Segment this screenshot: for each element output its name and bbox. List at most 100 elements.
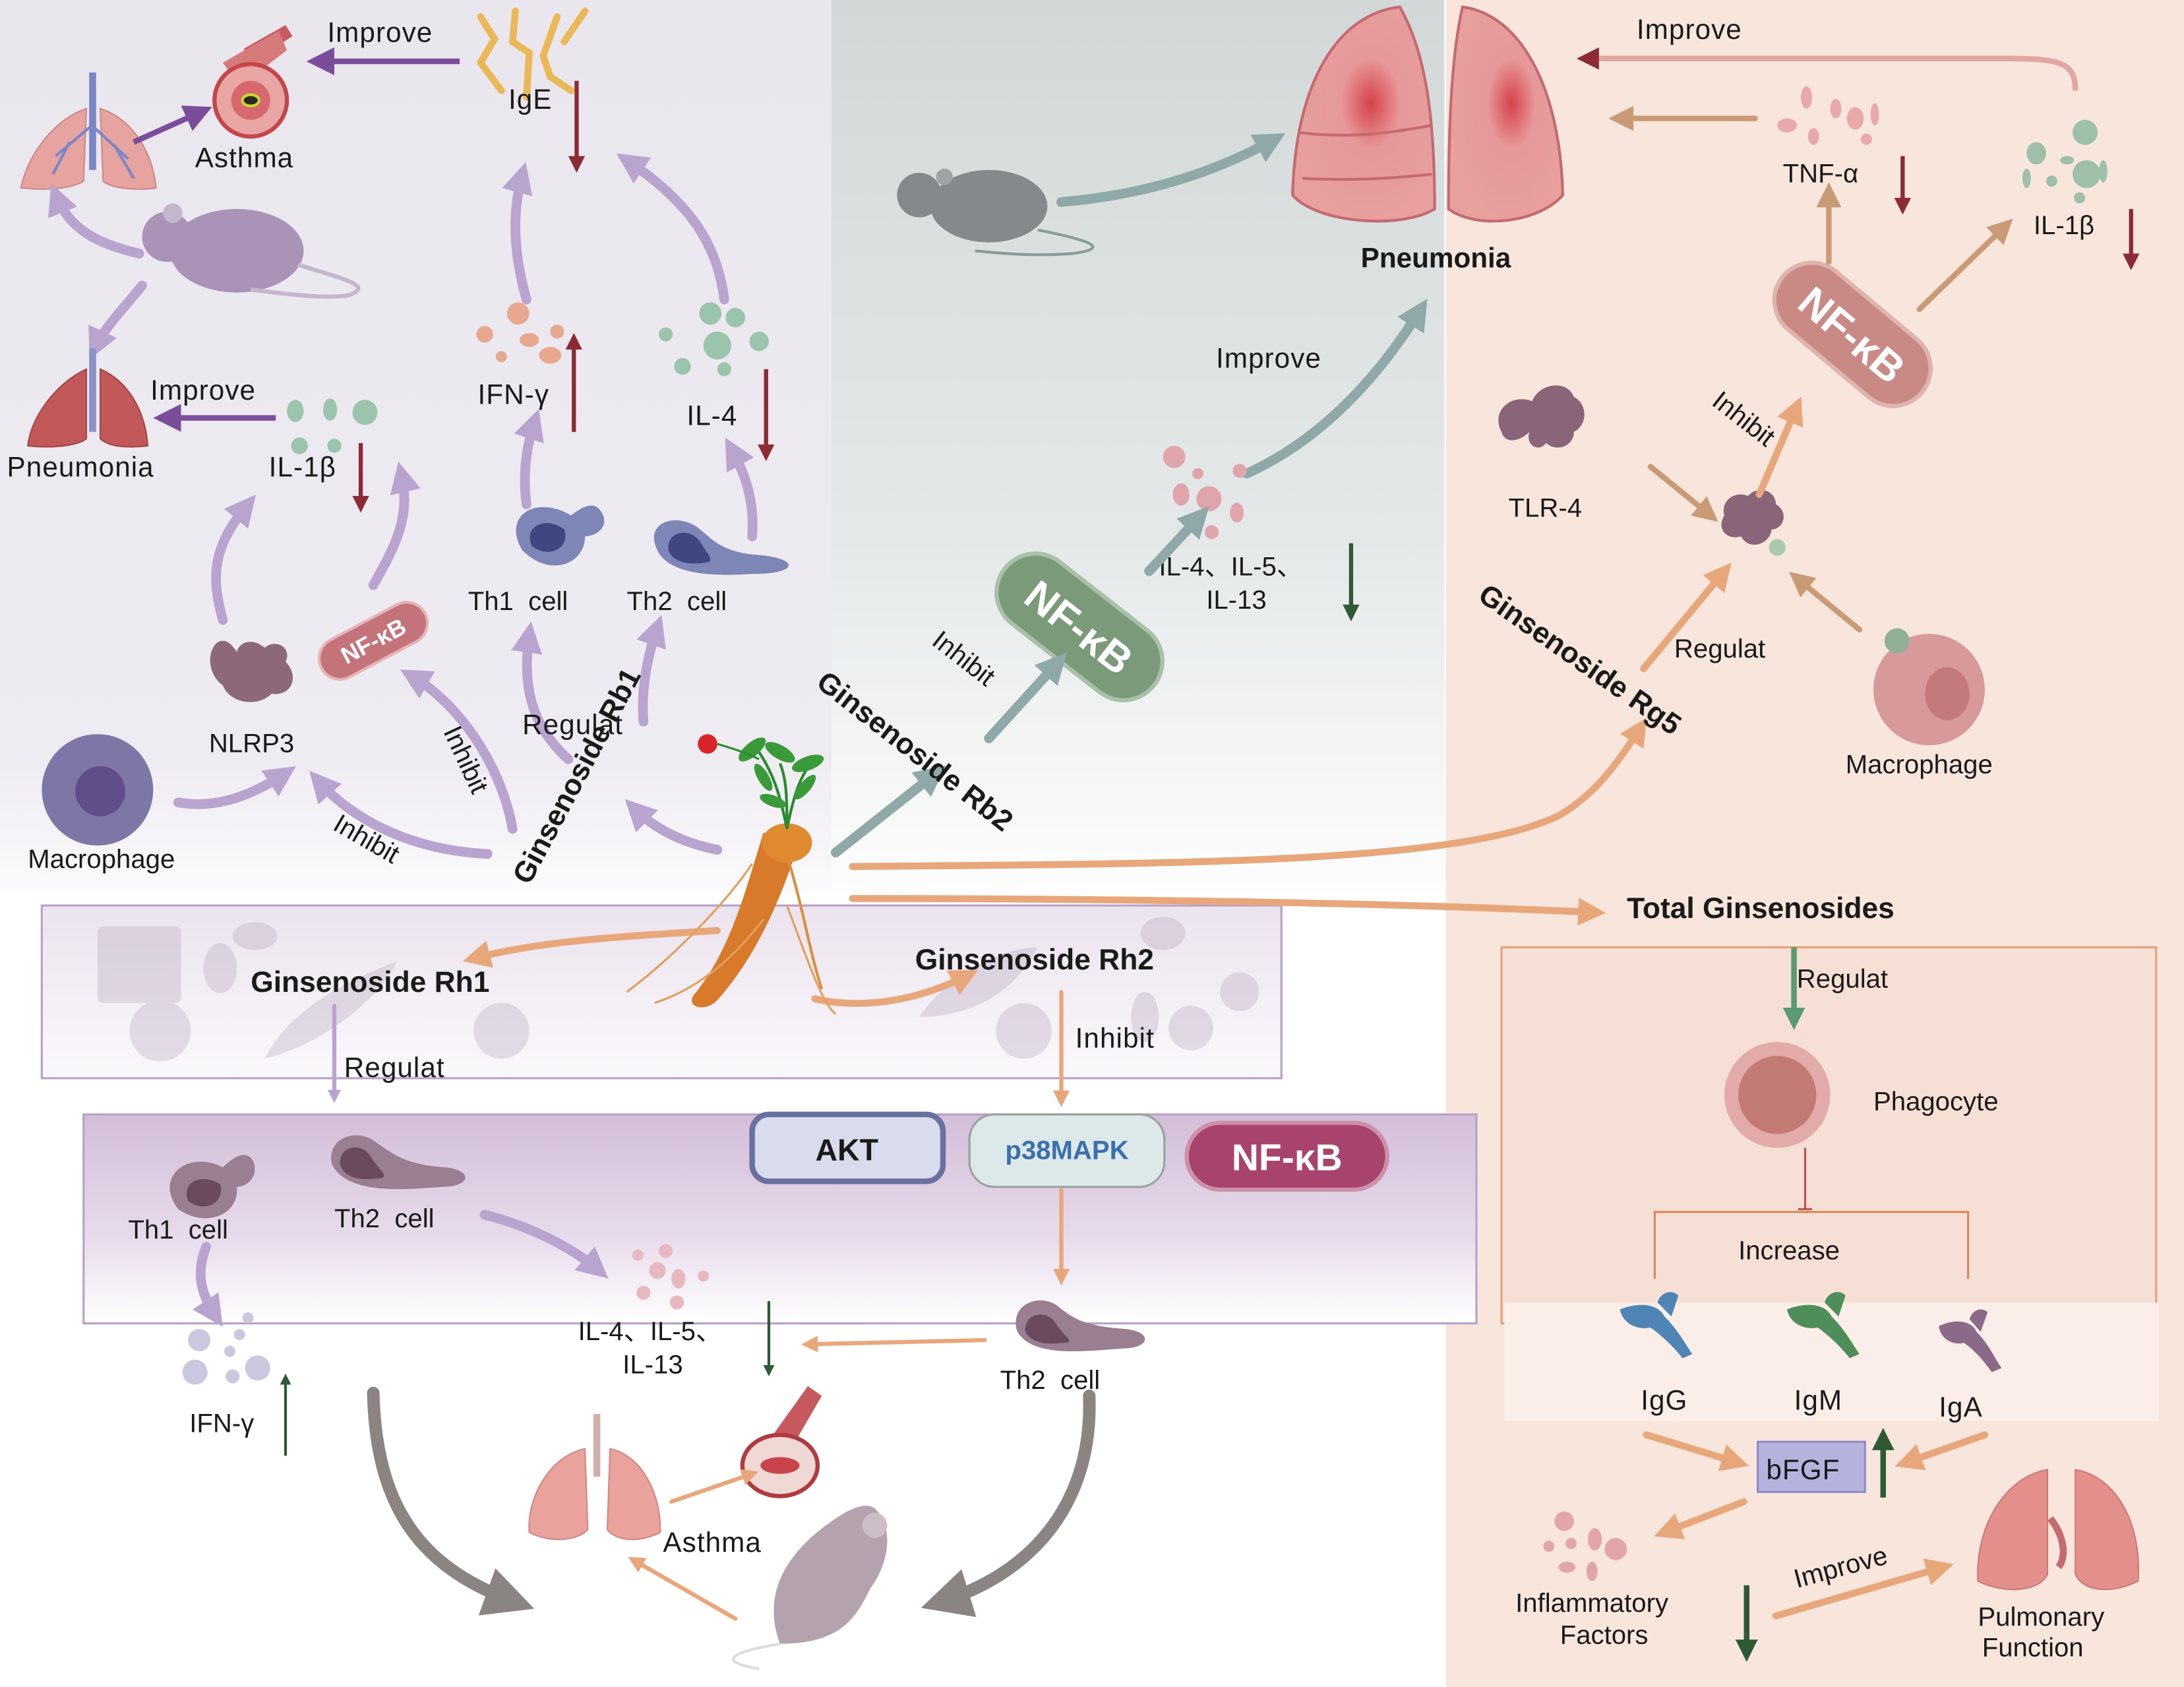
arrow-th2-to-il4 (725, 437, 758, 541)
arrow-ginseng-to-rh2 (811, 969, 979, 1007)
pulmonary-lungs-icon (1977, 1469, 2140, 1591)
increase-bracket (1653, 1148, 1970, 1279)
arrow-rb1-regulat-th2 (636, 615, 666, 727)
rg5-tnf-label: TNF-α (1783, 159, 1859, 189)
rg5-macrophage-icon (1873, 628, 1985, 746)
rb1-th1-label: Th1 cell (468, 586, 568, 616)
lungs-icon (20, 72, 157, 190)
inflammatory-factors-icon (1543, 1511, 1627, 1581)
phagocyte-icon (1724, 1041, 1831, 1148)
arrow-nfkb-to-il1b (368, 461, 421, 590)
rg5-il1b-label: IL-1β (2034, 210, 2094, 240)
arrow-rb1-inhibit-nlrp3 (309, 770, 493, 859)
rh-th2-lower-cell-icon (1016, 1300, 1145, 1352)
rh-cytokines-line2: IL-13 (622, 1350, 682, 1380)
pneumonia-lungs-large-icon (1291, 5, 1565, 223)
arrow-ginseng-to-rg5 (849, 718, 1647, 871)
total-ginsenosides-label: Total Ginsenosides (1627, 892, 1895, 925)
rh-ifn-label: IFN-γ (189, 1408, 254, 1438)
ige-antibody-icon (477, 7, 589, 102)
increase-label: Increase (1738, 1236, 1840, 1266)
pulmonary-line1: Pulmonary (1978, 1602, 2104, 1632)
rb1-macrophage-icon (42, 734, 154, 846)
arrow-th2-to-asthma (921, 1389, 1096, 1618)
rb2-cytokines-line2: IL-13 (1206, 585, 1266, 615)
igm-antibody-icon (1787, 1292, 1860, 1359)
rb1-improve-mid: Improve (150, 375, 256, 406)
arrow-macrophage-to-nlrp3 (173, 766, 296, 809)
arrow-lung-to-asthma (133, 106, 212, 145)
ginseng-plant-icon (626, 734, 837, 1015)
ginsenoside-rh1-label: Ginsenoside Rh1 (251, 966, 489, 998)
arrow-nlrp3-to-il1b (211, 495, 256, 625)
iga-antibody-icon (1939, 1309, 2002, 1372)
rb1-th2-cell-icon (653, 520, 789, 575)
rb1-ige-label: IgE (508, 84, 553, 115)
total-regulat-label: Regulat (1797, 964, 1888, 994)
arrow-mouse-to-lungs (628, 1556, 738, 1621)
arrow-th1-to-ifn-rh (192, 1242, 223, 1327)
tlr4-protein-icon (1498, 385, 1585, 448)
akt-box: AKT (749, 1111, 946, 1184)
p38mapk-box: p38MAPK (968, 1113, 1166, 1188)
arrow-iga-to-bfgf (1895, 1431, 1989, 1471)
arrow-ifn-to-asthma (367, 1386, 535, 1616)
arrow-complex-inhibit-nfkb (1755, 396, 1804, 499)
rh-th2-cell-icon (331, 1135, 466, 1190)
rh-cytokines-icon (632, 1244, 710, 1310)
igg-antibody-icon (1620, 1292, 1693, 1359)
arrow-mouse-to-pneumonia-lung (88, 280, 147, 360)
inflammatory-line1: Inflammatory (1515, 1588, 1668, 1618)
arrow-il4-to-ige (616, 153, 729, 305)
rh-th1-cell-icon (169, 1155, 255, 1219)
arrow-igg-to-bfgf (1643, 1431, 1749, 1471)
rh-th2-lower-label: Th2 cell (1000, 1365, 1101, 1395)
phagocyte-label: Phagocyte (1873, 1086, 1999, 1116)
rb1-nlrp3-label: NLRP3 (209, 729, 294, 758)
arrow-macrophage-to-complex (1789, 571, 1863, 632)
rb2-mouse-icon (897, 168, 1095, 257)
akt-label: AKT (816, 1133, 878, 1167)
il4-cytokines-icon (659, 302, 769, 377)
rb1-asthma-label: Asthma (195, 142, 294, 173)
arrow-rb2-inhibit-nfkb (984, 652, 1068, 743)
rb1-regulat-label: Regulat (522, 709, 623, 740)
rb1-improve-top: Improve (327, 16, 433, 47)
rg5-il1b-cytokines-icon (2022, 119, 2108, 204)
arrow-rb1-regulat-th1 (511, 621, 574, 764)
rh-nfkb-label: NF-κB (1232, 1136, 1343, 1179)
asthma-mouse-icon (731, 1506, 888, 1671)
ifn-cytokines-icon (476, 302, 564, 364)
p38mapk-label: p38MAPK (1005, 1135, 1128, 1165)
airway-icon (212, 25, 293, 139)
il1b-cytokines-icon (287, 398, 378, 454)
bfgf-box (1757, 1440, 1866, 1493)
arrow-ginseng-to-rb2 (830, 765, 946, 858)
pulmonary-line2: Function (1982, 1632, 2084, 1662)
pneumonia-lungs-icon (27, 348, 149, 448)
inflammatory-line2: Factors (1560, 1620, 1649, 1649)
tlr4-complex-icon (1721, 490, 1786, 556)
arrow-rb1-inhibit-nfkb (400, 669, 518, 834)
rh2-inhibit-label: Inhibit (1076, 1022, 1155, 1053)
ginsenoside-rh2-label: Ginsenoside Rh2 (915, 944, 1154, 976)
rg5-tlr4-label: TLR-4 (1509, 493, 1582, 523)
rg5-panel-bg (1445, 0, 2184, 1687)
rb1-macrophage-label: Macrophage (28, 844, 175, 874)
igg-label: IgG (1641, 1385, 1687, 1416)
arrow-bfgf-to-inflammatory (1654, 1498, 1747, 1540)
asthma-airway-icon (740, 1386, 822, 1498)
rh-th1-label: Th1 cell (128, 1215, 228, 1244)
nlrp3-protein-icon (210, 640, 293, 702)
rh-nfkb-pill: NF-κB (1184, 1120, 1389, 1192)
arrow-th1-to-ifn (514, 408, 544, 510)
rb1-il4-label: IL-4 (686, 400, 737, 431)
rb2-improve-label: Improve (1216, 343, 1321, 374)
arrow-lungs-to-airway (669, 1469, 759, 1504)
igm-label: IgM (1794, 1385, 1843, 1416)
arrow-ginseng-to-rb1 (624, 799, 723, 855)
rb1-pneumonia-label: Pneumonia (7, 451, 154, 482)
arrow-ifn-to-ige (502, 162, 533, 305)
arrow-rg5-regulat-complex (1640, 563, 1732, 673)
